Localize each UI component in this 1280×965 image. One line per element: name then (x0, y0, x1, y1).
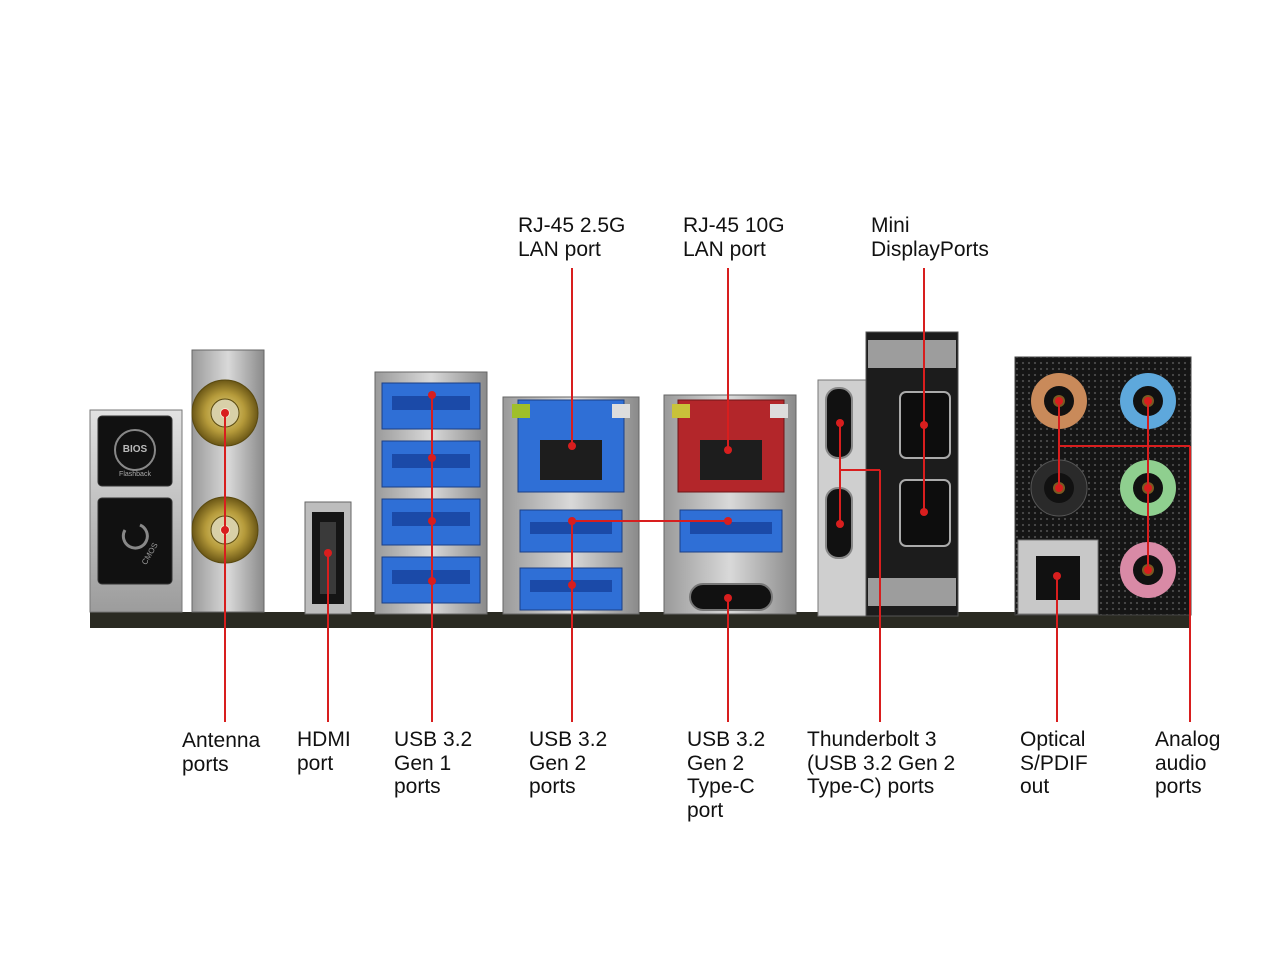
audio-block (1014, 356, 1192, 616)
clear-cmos-button[interactable] (97, 497, 173, 585)
flashback-label-text: Flashback (119, 471, 151, 478)
bios-flashback-button[interactable] (97, 415, 173, 487)
reset-icon (121, 523, 149, 550)
lan-10g-usb-typec-stack (663, 394, 797, 615)
bios-icon (114, 429, 156, 471)
antenna-bracket (191, 349, 265, 613)
leader-dots (221, 391, 1152, 602)
bios-cmos-block: BIOS Flashback CMOS (89, 409, 183, 613)
bios-label-text: BIOS (123, 444, 148, 455)
leader-lines (224, 268, 1191, 722)
